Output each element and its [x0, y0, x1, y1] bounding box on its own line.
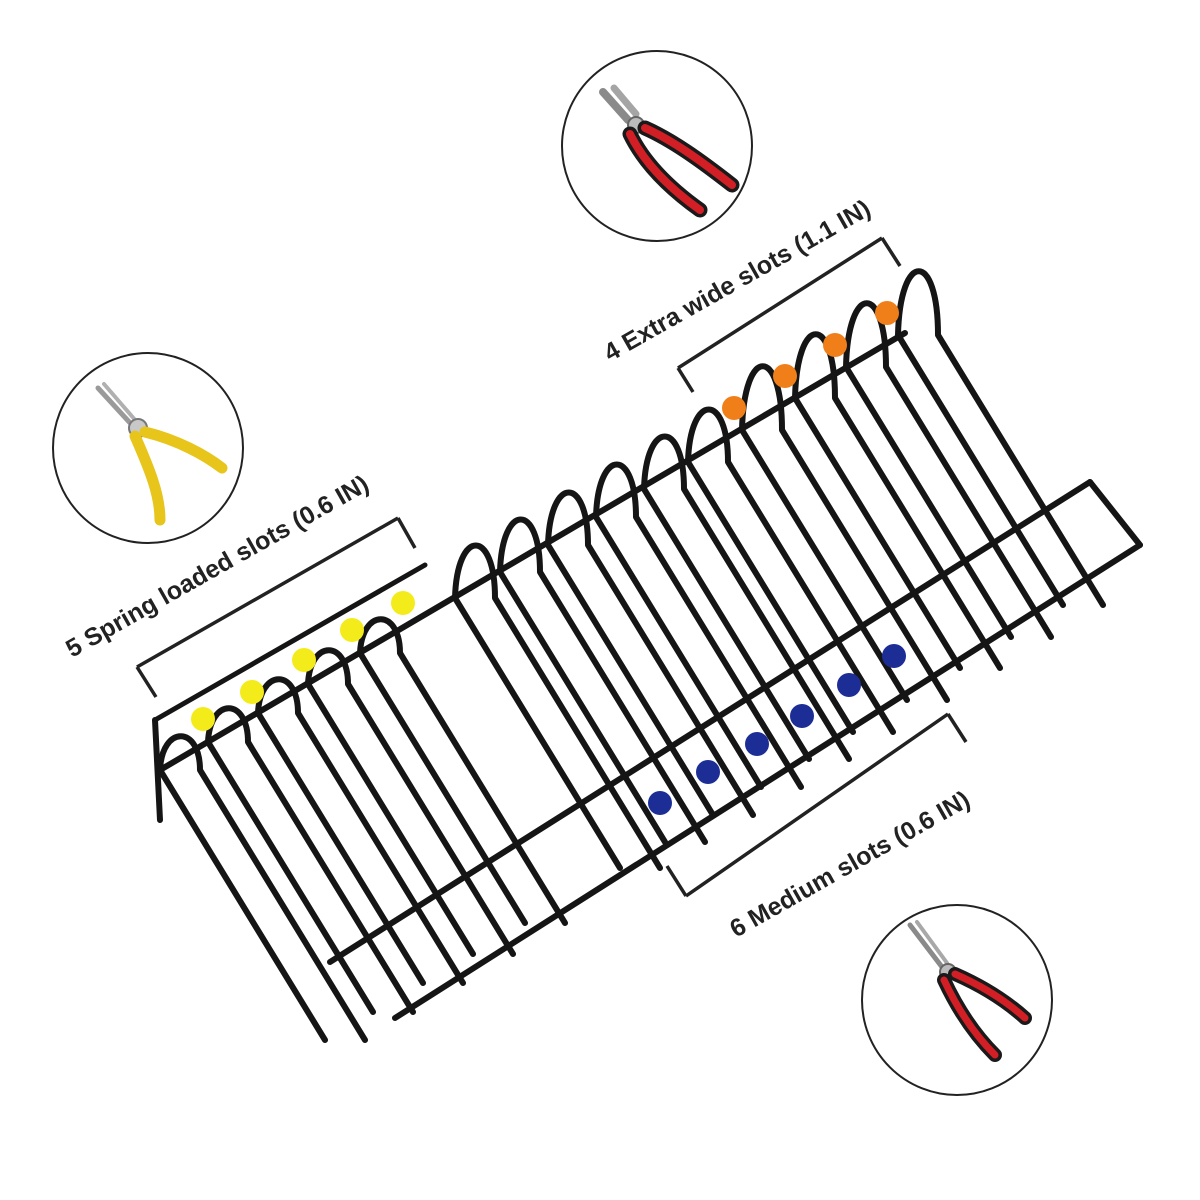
- red-long-nose-pliers-icon: [861, 904, 1053, 1096]
- wide-slot-marker-2: [773, 364, 797, 388]
- slot-wire-5: [357, 616, 568, 926]
- medium-slot-marker-1: [648, 791, 672, 815]
- medium-slot-marker-6: [882, 644, 906, 668]
- slot-wire-3: [255, 676, 466, 986]
- yellow-needle-nose-pliers-icon: [52, 352, 244, 544]
- medium-slot-marker-4: [790, 704, 814, 728]
- slot-wire-11: [685, 406, 896, 735]
- pliers-rack: [152, 268, 1143, 1043]
- slot-wire-6: [452, 542, 663, 871]
- medium-slot-marker-5: [837, 673, 861, 697]
- spring-slots-bracket: [135, 516, 417, 698]
- slot-wire-1: [157, 733, 368, 1043]
- medium-slot-marker-2: [696, 760, 720, 784]
- wide-slot-marker-1: [722, 396, 746, 420]
- slot-wire-8: [545, 489, 756, 818]
- spring-slot-marker-1: [191, 707, 215, 731]
- slot-wire-14: [843, 300, 1054, 640]
- wide-slot-marker-4: [875, 301, 899, 325]
- medium-slot-marker-3: [745, 732, 769, 756]
- spring-slot-marker-4: [340, 618, 364, 642]
- slot-wire-7: [497, 516, 708, 845]
- rack-base-rail-2: [392, 542, 1143, 1021]
- spring-slot-marker-3: [292, 648, 316, 672]
- slot-wire-13: [792, 331, 1003, 671]
- slot-wire-10: [641, 433, 852, 762]
- wide-slot-marker-3: [823, 333, 847, 357]
- slot-wire-15: [895, 268, 1106, 608]
- wide-slots-bracket: [676, 236, 902, 393]
- slot-wire-2: [205, 705, 416, 1015]
- slot-wire-9: [593, 461, 804, 790]
- spring-slot-marker-2: [240, 680, 264, 704]
- rack-right-foot: [1087, 479, 1143, 548]
- spring-slot-marker-5: [391, 591, 415, 615]
- slot-markers: [191, 301, 906, 815]
- medium-slots-bracket: [665, 712, 968, 898]
- rack-top-spine-2: [152, 562, 428, 723]
- slot-wire-12: [739, 363, 950, 703]
- red-combination-pliers-icon: [561, 50, 753, 242]
- rack-slot-wires: [157, 268, 1106, 1043]
